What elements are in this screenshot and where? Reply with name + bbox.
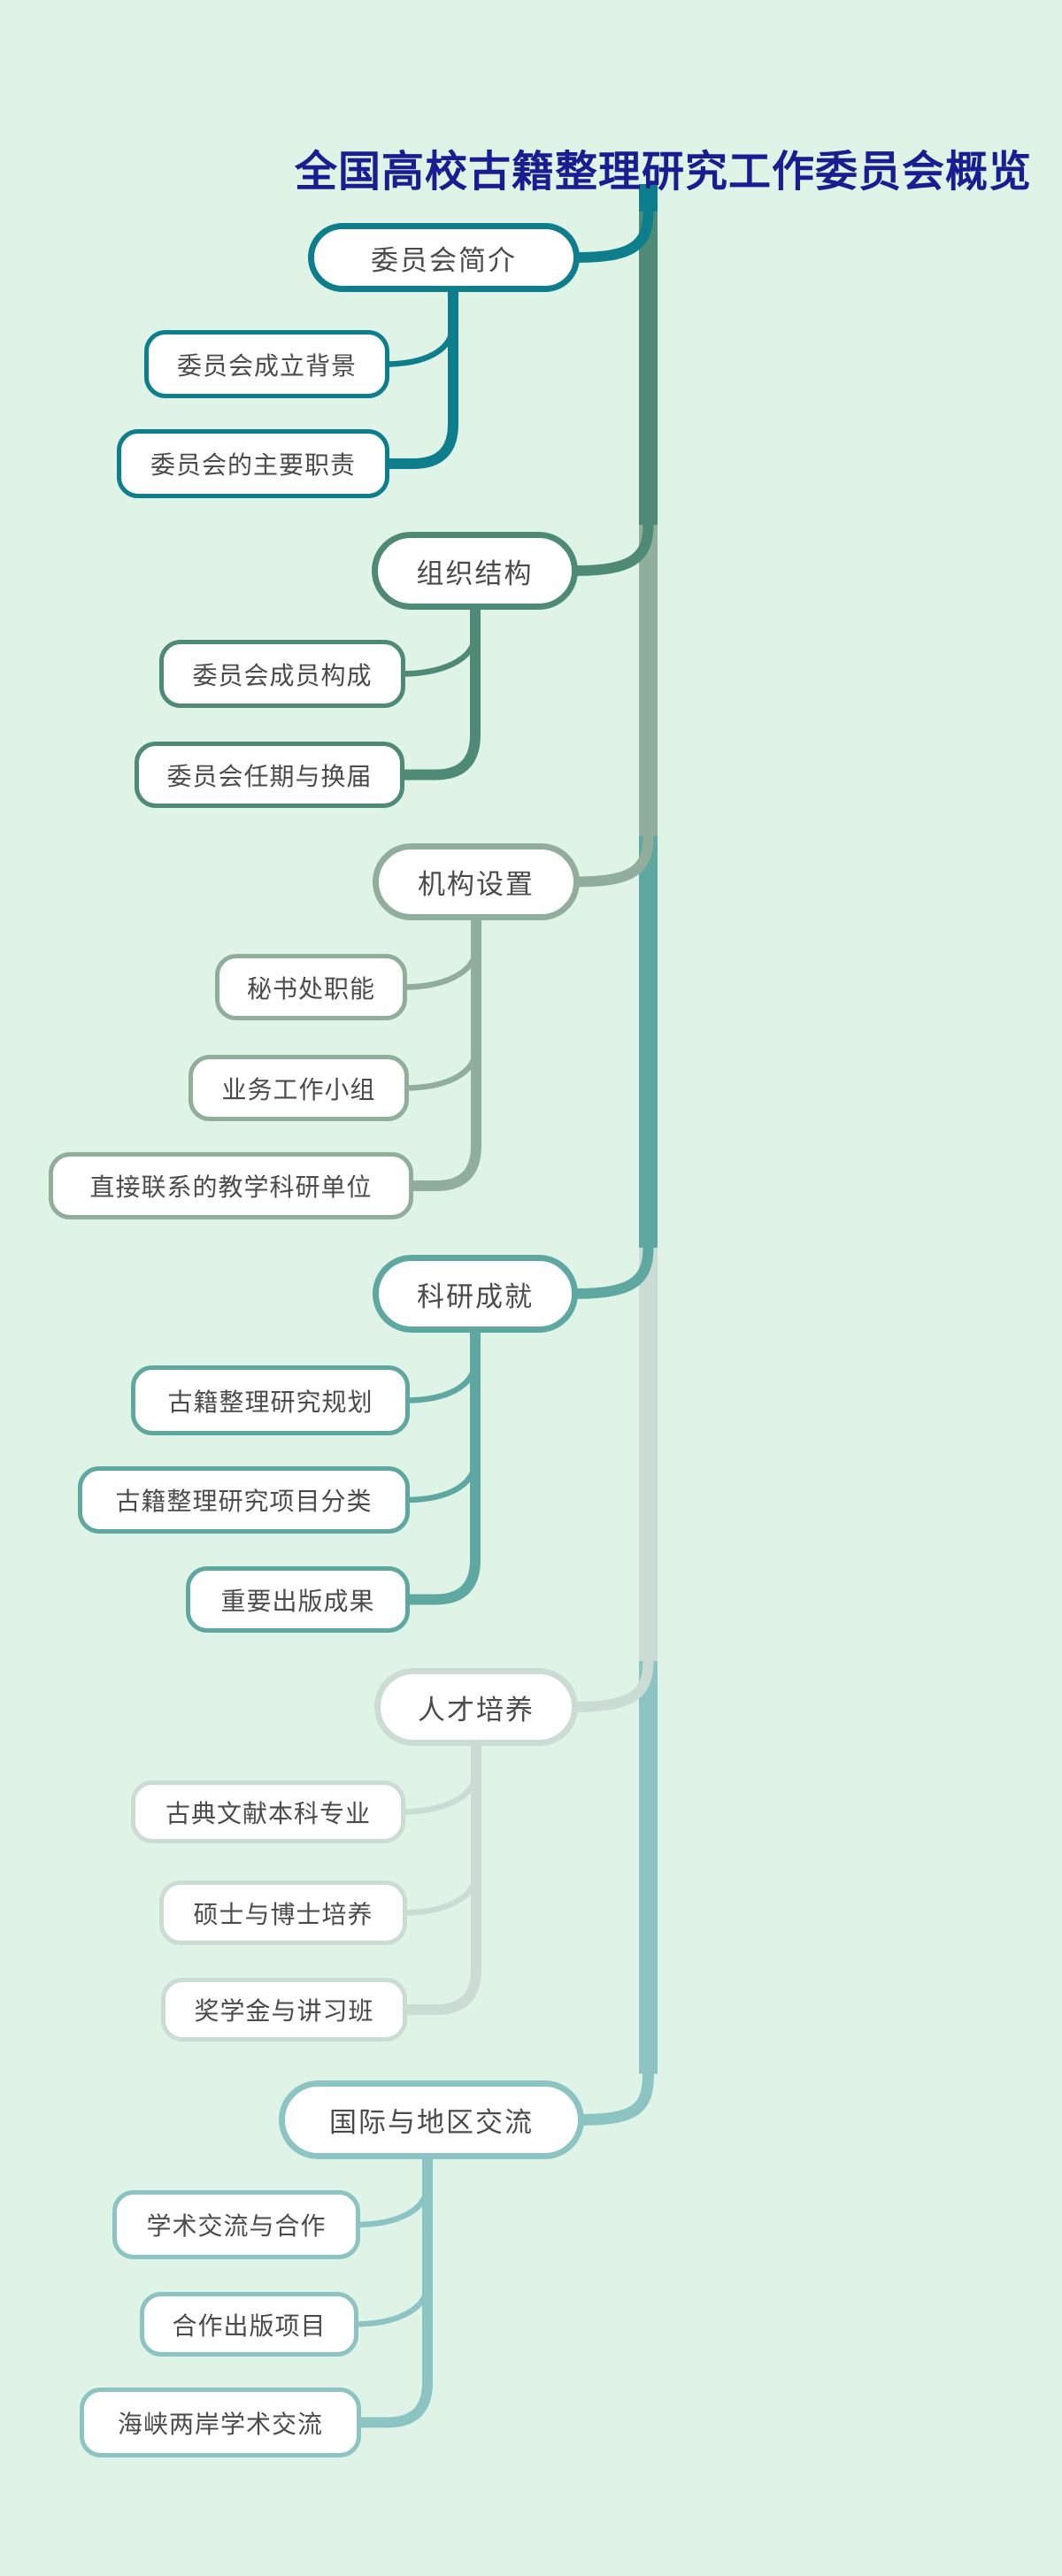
subtopic-connector — [381, 320, 457, 367]
branch-connector — [569, 206, 654, 263]
subtopic-connector — [399, 1869, 480, 1916]
branch-connector — [567, 519, 654, 576]
sub-topic-1-2[interactable]: 委员会的主要职责 — [117, 429, 389, 498]
sub-topic-6-2[interactable]: 合作出版项目 — [140, 2292, 358, 2357]
sub-topic-1-1[interactable]: 委员会成立背景 — [144, 330, 389, 398]
branch-topic-1[interactable]: 委员会简介 — [308, 223, 580, 292]
sub-topic-6-3[interactable]: 海峡两岸学术交流 — [80, 2388, 361, 2457]
sub-topic-5-1[interactable]: 古典文献本科专业 — [131, 1780, 405, 1843]
sub-topic-4-3[interactable]: 重要出版成果 — [186, 1566, 410, 1633]
branch-topic-3[interactable]: 机构设置 — [373, 843, 580, 920]
subtopic-connector — [401, 1044, 480, 1091]
sub-topic-3-2[interactable]: 业务工作小组 — [189, 1055, 409, 1121]
branch-spine — [379, 280, 458, 469]
subtopic-connector — [402, 1456, 479, 1503]
branch-connector — [567, 1242, 654, 1299]
subtopic-connector — [397, 1768, 480, 1815]
branch-topic-6[interactable]: 国际与地区交流 — [279, 2080, 584, 2159]
subtopic-connector — [352, 2180, 431, 2228]
sub-topic-2-2[interactable]: 委员会任期与换届 — [135, 742, 404, 808]
branch-spine — [350, 2147, 433, 2428]
subtopic-connector — [399, 943, 480, 990]
sub-topic-3-1[interactable]: 秘书处职能 — [215, 954, 407, 1020]
sub-topic-4-1[interactable]: 古籍整理研究规划 — [131, 1365, 410, 1435]
subtopic-connector — [397, 630, 479, 677]
central-topic-title: 全国高校古籍整理研究工作委员会概览 — [295, 149, 1033, 196]
branch-spine — [394, 597, 481, 780]
sub-topic-5-3[interactable]: 奖学金与讲习班 — [161, 1978, 407, 2042]
sub-topic-3-3[interactable]: 直接联系的教学科研单位 — [49, 1152, 413, 1219]
branch-spine — [399, 1320, 481, 1605]
subtopic-connector — [350, 2280, 431, 2327]
branch-topic-4[interactable]: 科研成就 — [373, 1255, 578, 1333]
branch-connector — [573, 2068, 654, 2126]
sub-topic-5-2[interactable]: 硕士与博士培养 — [159, 1880, 407, 1945]
sub-topic-2-1[interactable]: 委员会成员构成 — [159, 640, 405, 708]
branch-connector — [569, 830, 654, 888]
branch-connector — [567, 1656, 654, 1712]
branch-spine — [396, 1734, 481, 2015]
branch-spine — [403, 908, 481, 1191]
branch-topic-5[interactable]: 人才培养 — [374, 1668, 578, 1746]
subtopic-connector — [402, 1357, 479, 1403]
sub-topic-4-2[interactable]: 古籍整理研究项目分类 — [78, 1466, 410, 1534]
sub-topic-6-1[interactable]: 学术交流与合作 — [112, 2190, 360, 2259]
branch-topic-2[interactable]: 组织结构 — [372, 532, 578, 610]
